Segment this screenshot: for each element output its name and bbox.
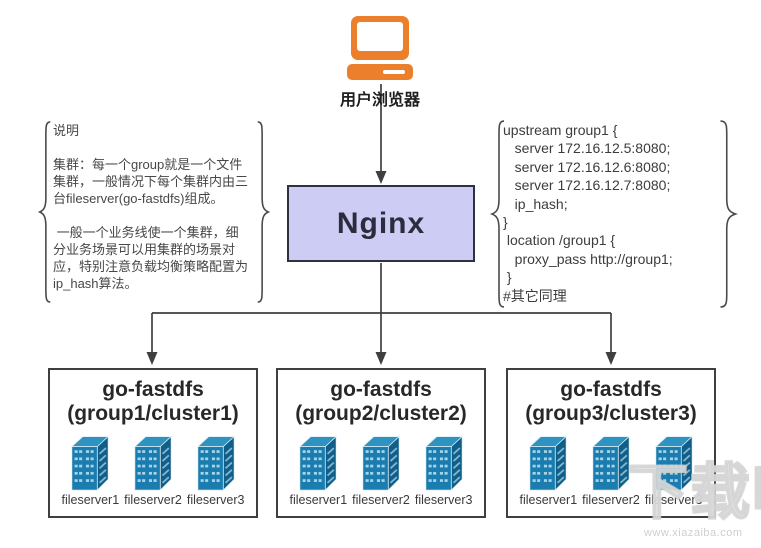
server-label: fileserver2 — [582, 493, 640, 507]
cluster-explanation-text: 说明 集群：每一个group就是一个文件 集群，一般情况下每个集群内由三 台fi… — [53, 123, 249, 291]
server: fileserver2 — [122, 433, 185, 507]
server-icon — [66, 433, 114, 491]
cluster-title-line1: go-fastdfs — [560, 378, 662, 401]
server-icon — [357, 433, 405, 491]
server-row: fileserver1 fileserver2 fileserver3 — [508, 433, 714, 507]
nginx-config-text: upstream group1 { server 172.16.12.5:808… — [503, 122, 673, 304]
server: fileserver3 — [184, 433, 247, 507]
cluster-explanation-note: 说明 集群：每一个group就是一个文件 集群，一般情况下每个集群内由三 台fi… — [38, 117, 270, 307]
server-label: fileserver2 — [352, 493, 410, 507]
server: fileserver1 — [517, 433, 580, 507]
browser-label: 用户浏览器 — [339, 92, 420, 109]
nginx-box: Nginx — [287, 185, 475, 262]
browser-keyboard-base — [347, 64, 413, 80]
cluster-box-group2: go-fastdfs (group2/cluster2) fileserver1… — [276, 368, 486, 518]
server: fileserver2 — [350, 433, 413, 507]
cluster-title: go-fastdfs (group3/cluster3) — [508, 378, 714, 426]
cluster-title-line2: (group3/cluster3) — [525, 402, 697, 425]
server-label: fileserver3 — [186, 493, 245, 507]
server: fileserver3 — [642, 433, 705, 507]
server-icon — [650, 433, 698, 491]
server-label: fileserver1 — [289, 493, 348, 507]
server: fileserver1 — [59, 433, 122, 507]
server-label: fileserver1 — [519, 493, 578, 507]
cluster-title: go-fastdfs (group2/cluster2) — [278, 378, 484, 426]
server-label: fileserver1 — [61, 493, 120, 507]
browser-screen — [357, 22, 403, 51]
cluster-title-line1: go-fastdfs — [102, 378, 204, 401]
cluster-box-group1: go-fastdfs (group1/cluster1) fileserver1… — [48, 368, 258, 518]
server-row: fileserver1 fileserver2 fileserver3 — [50, 433, 256, 507]
cluster-title-line1: go-fastdfs — [330, 378, 432, 401]
cluster-title-line2: (group2/cluster2) — [295, 402, 467, 425]
server-icon — [294, 433, 342, 491]
browser-base-slot — [383, 70, 405, 74]
server: fileserver1 — [287, 433, 350, 507]
left-brace-icon — [38, 119, 52, 305]
cluster-title-line2: (group1/cluster1) — [67, 402, 239, 425]
cluster-title: go-fastdfs (group1/cluster1) — [50, 378, 256, 426]
server: fileserver3 — [412, 433, 475, 507]
right-brace-icon — [256, 119, 270, 305]
server-icon — [192, 433, 240, 491]
right-brace-icon — [718, 118, 738, 310]
watermark-url: www.xiazaiba.com — [644, 527, 743, 539]
browser-icon — [351, 16, 409, 60]
nginx-config-note: upstream group1 { server 172.16.12.5:808… — [490, 116, 738, 312]
cluster-box-group3: go-fastdfs (group3/cluster3) fileserver1… — [506, 368, 716, 518]
server-label: fileserver3 — [414, 493, 473, 507]
server-label: fileserver2 — [124, 493, 182, 507]
server-icon — [129, 433, 177, 491]
server-icon — [420, 433, 468, 491]
server-icon — [524, 433, 572, 491]
server: fileserver2 — [580, 433, 643, 507]
server-row: fileserver1 fileserver2 fileserver3 — [278, 433, 484, 507]
left-brace-icon — [490, 118, 506, 310]
server-label: fileserver3 — [644, 493, 703, 507]
nginx-label: Nginx — [336, 206, 426, 240]
server-icon — [587, 433, 635, 491]
